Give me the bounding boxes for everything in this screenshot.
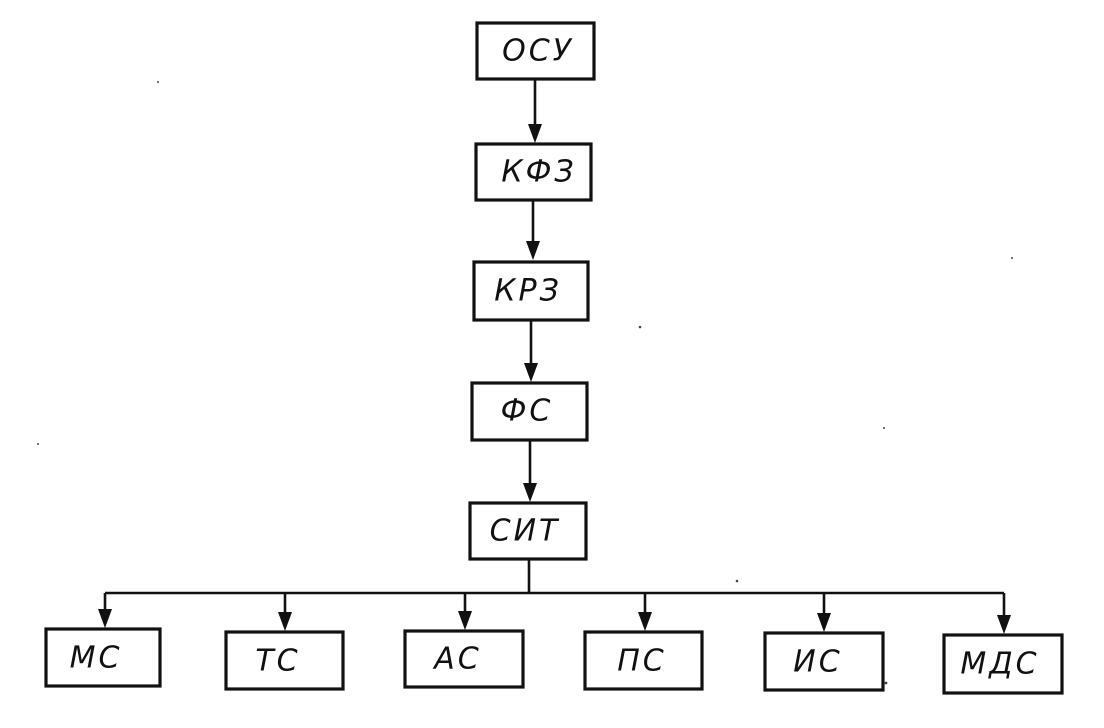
edge-sit-as (458, 593, 472, 630)
node-as: АС (403, 629, 525, 689)
arrowhead (817, 613, 831, 632)
arrowhead (278, 612, 292, 631)
edge-sit-ps (638, 593, 652, 631)
arrowhead (523, 483, 537, 502)
edge-osu-kfz (528, 79, 542, 143)
node-sit: СИТ (468, 501, 588, 561)
edge-fs-sit (523, 440, 537, 502)
node-ts: ТС (224, 630, 345, 691)
node-ts-label: ТС (255, 644, 300, 679)
branch-edges (98, 559, 1011, 634)
node-fs: ФС (470, 381, 589, 442)
edge-sit-ms (98, 593, 112, 628)
node-ms-label: МС (70, 641, 123, 676)
node-ps-label: ПС (617, 644, 667, 679)
node-is: ИС (763, 631, 885, 692)
arrowhead (528, 124, 542, 143)
node-osu: ОСУ (475, 21, 596, 81)
arrowhead (458, 611, 472, 630)
node-ms: МС (44, 627, 162, 688)
arrowhead (997, 615, 1011, 634)
edge-sit-ts (278, 593, 292, 631)
node-mds-label: МДС (960, 647, 1039, 682)
arrowhead (638, 612, 652, 631)
node-kfz-label: КФЗ (501, 155, 576, 190)
edge-sit-is (817, 593, 831, 632)
chain-edges (523, 79, 542, 502)
edge-sit-mds (997, 593, 1011, 634)
node-osu-label: ОСУ (502, 34, 574, 69)
arrowhead (524, 363, 538, 382)
edge-krz-fs (524, 320, 538, 382)
node-sit-label: СИТ (490, 514, 561, 549)
node-ps: ПС (583, 630, 704, 691)
child-nodes: МС ТС АС ПС ИС МДС (44, 627, 1064, 695)
scan-specks (37, 81, 1013, 685)
edge-kfz-krz (526, 200, 540, 260)
arrowhead (526, 241, 540, 260)
arrowhead (98, 609, 112, 628)
node-kfz: КФЗ (474, 142, 593, 202)
chain-nodes: ОСУ КФЗ КРЗ ФС СИТ (468, 21, 596, 561)
node-is-label: ИС (793, 645, 842, 680)
node-krz: КРЗ (472, 260, 590, 322)
node-krz-label: КРЗ (494, 274, 562, 309)
node-as-label: АС (432, 642, 481, 677)
node-mds: МДС (942, 633, 1064, 695)
node-fs-label: ФС (501, 394, 554, 429)
